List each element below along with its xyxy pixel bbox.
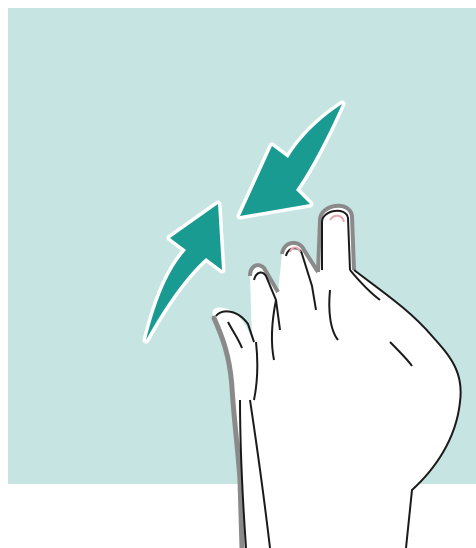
pinch-arrow-icon — [146, 204, 222, 340]
hand-icon — [212, 206, 460, 548]
pinch-arrow-icon — [240, 104, 342, 216]
